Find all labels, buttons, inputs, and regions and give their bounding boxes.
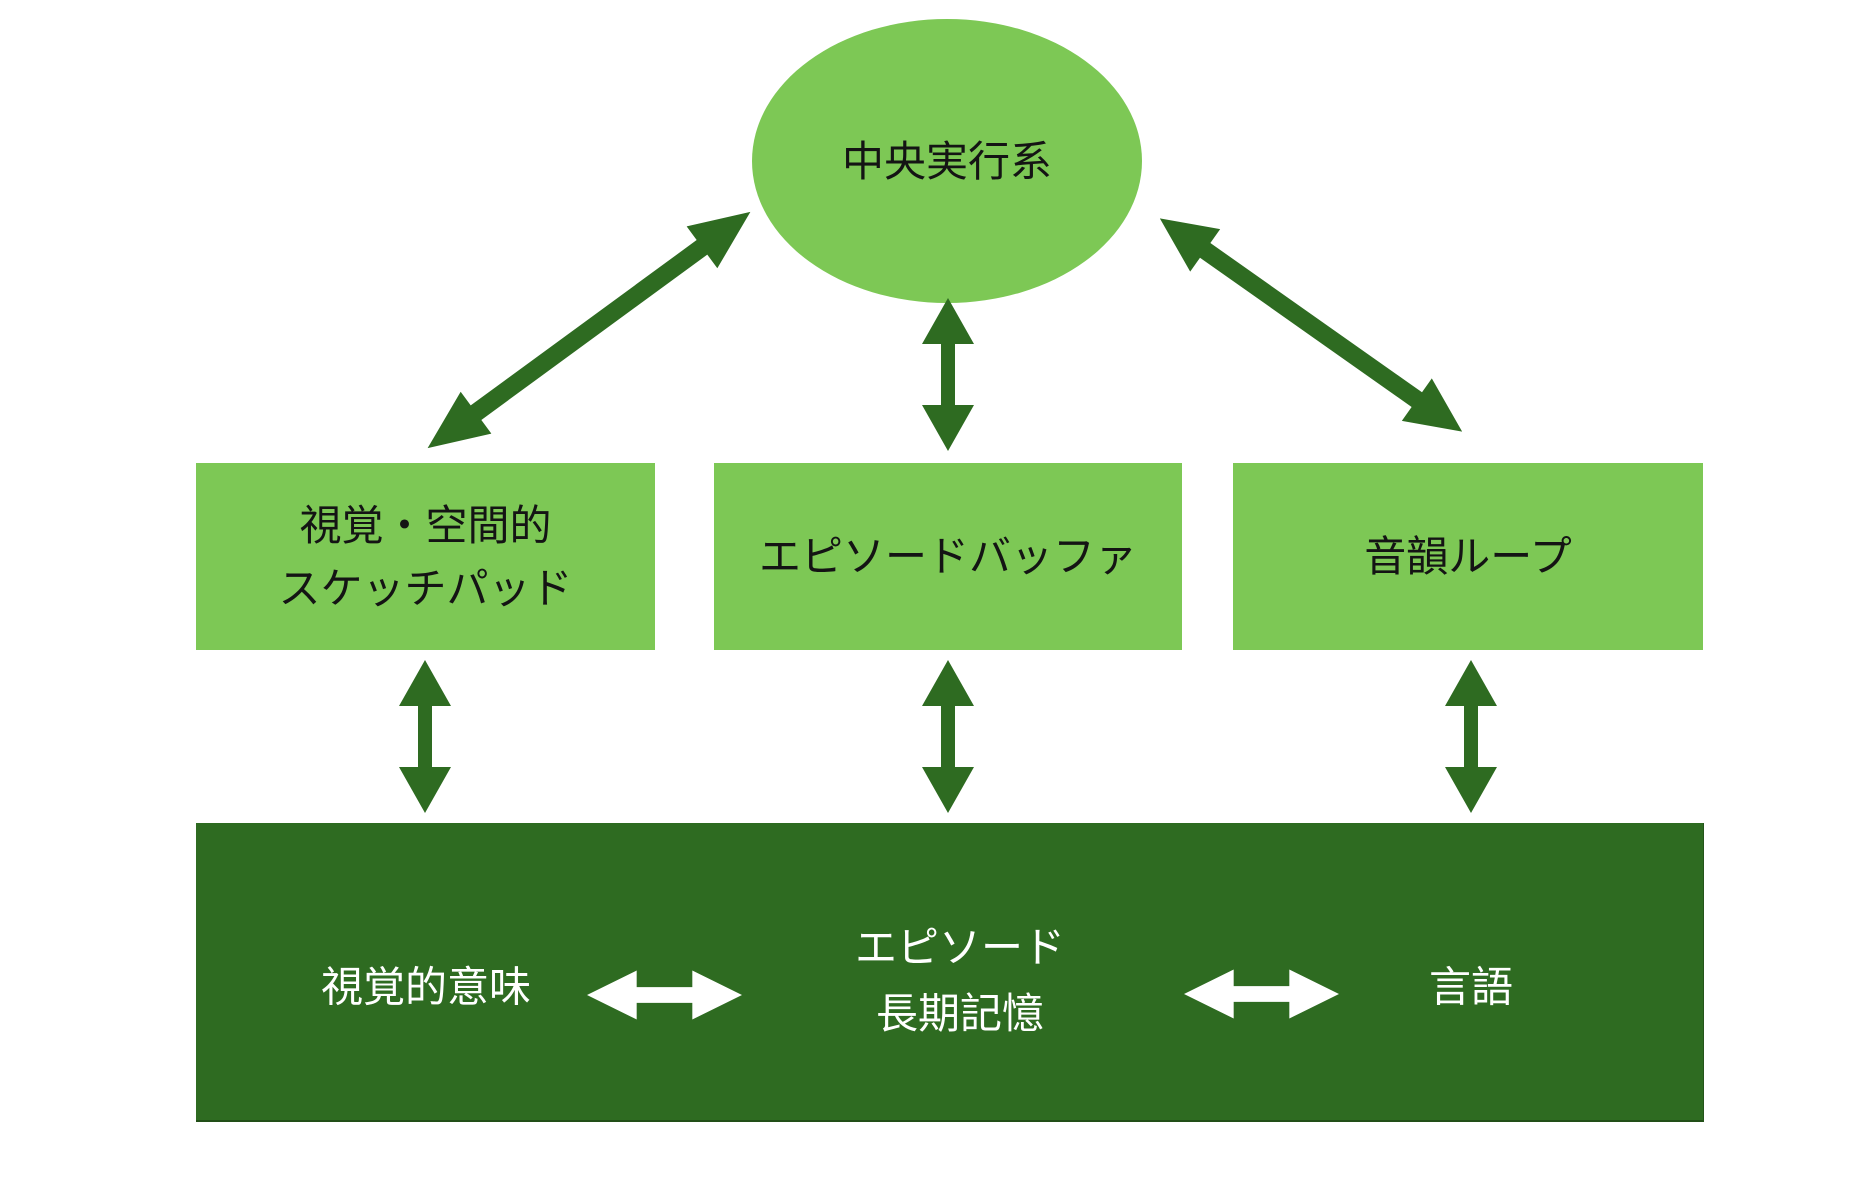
double-arrow-central-phonological-icon xyxy=(1145,197,1477,453)
double-arrow-phonological-ltm-icon xyxy=(1445,660,1497,813)
double-arrow-central-episodic-buffer-icon xyxy=(922,298,974,451)
episodic-buffer-box: エピソードバッファ xyxy=(714,463,1182,650)
episodic-ltm-label-line1: エピソード xyxy=(854,924,1066,971)
double-arrow-central-visuospatial-icon xyxy=(412,191,765,469)
central-executive-label: 中央実行系 xyxy=(841,137,1052,185)
episodic-ltm-label-line2: 長期記憶 xyxy=(875,990,1045,1037)
visual-semantics-label: 視覚的意味 xyxy=(320,963,532,1011)
central-executive-ellipse: 中央実行系 xyxy=(752,19,1142,303)
visuospatial-sketchpad-box: 視覚・空間的 スケッチパッド xyxy=(196,463,655,650)
double-arrow-episodic-buffer-ltm-icon xyxy=(922,660,974,813)
visuospatial-label-line1: 視覚・空間的 xyxy=(299,501,552,549)
episodic-buffer-label: エピソードバッファ xyxy=(758,533,1137,580)
double-arrow-visual-episodic-icon xyxy=(587,967,742,1023)
double-arrow-visuospatial-ltm-icon xyxy=(399,660,451,813)
phonological-loop-label: 音韻ループ xyxy=(1364,533,1572,580)
long-term-memory-bar: 視覚的意味 エピソード 長期記憶 言語 xyxy=(196,823,1704,1122)
visuospatial-label-line2: スケッチパッド xyxy=(278,564,573,612)
visuospatial-sketchpad-label: 視覚・空間的 スケッチパッド xyxy=(278,494,572,620)
episodic-ltm-label: エピソード 長期記憶 xyxy=(855,915,1065,1047)
double-arrow-episodic-language-icon xyxy=(1184,966,1339,1022)
language-label: 言語 xyxy=(1428,963,1514,1011)
phonological-loop-box: 音韻ループ xyxy=(1233,463,1703,650)
